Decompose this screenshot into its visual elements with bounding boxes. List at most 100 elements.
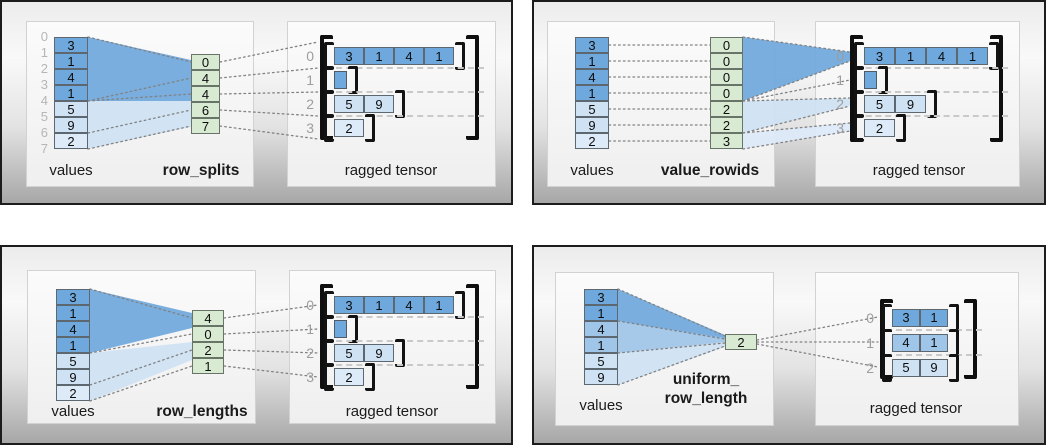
tensor-cell: 4: [394, 47, 424, 65]
param-cell: 0: [191, 54, 220, 70]
values-cell: 5: [54, 101, 88, 117]
tensor-row-index: 1: [306, 72, 314, 88]
tensor-cell: 2: [334, 368, 364, 386]
row-separator: [886, 329, 982, 331]
values-cell: 9: [54, 117, 88, 133]
values-cell: 3: [54, 37, 88, 53]
tensor-close-bracket: [466, 284, 479, 389]
values-cell: 9: [584, 369, 618, 385]
tensor-row-index: 1: [866, 334, 874, 351]
row-close-bracket: [949, 353, 959, 382]
values-label: values: [570, 162, 614, 179]
param-cell: 6: [191, 102, 220, 118]
row-close-bracket: [878, 66, 888, 94]
row-close-bracket: [455, 42, 465, 70]
tensor-cell: 9: [364, 95, 394, 113]
param-cell: 3: [710, 133, 743, 149]
row-close-bracket: [896, 114, 906, 142]
param-cell: 4: [191, 86, 220, 102]
tensor-cell: 1: [424, 47, 454, 65]
values-cell: 4: [56, 321, 90, 337]
param-cell: 4: [191, 70, 220, 86]
row-open-bracket: [882, 353, 892, 382]
values-cell: 2: [54, 133, 88, 149]
values-cell: 1: [584, 305, 618, 321]
values-label: values: [49, 162, 93, 179]
tensor-cell: 9: [364, 344, 394, 362]
row-separator: [856, 115, 1008, 117]
tensor-close-bracket: [466, 35, 479, 140]
tensor-cell: 3: [864, 47, 895, 65]
param-label-line: row_length: [664, 390, 748, 407]
param-label-line: uniform_: [672, 371, 740, 388]
tensor-row-index: 2: [866, 359, 874, 376]
values-cell: 2: [575, 133, 609, 149]
tensor-close-bracket: [964, 299, 977, 379]
row-open-bracket: [854, 114, 864, 142]
row-close-bracket: [989, 42, 999, 70]
row-close-bracket: [455, 291, 465, 319]
row-separator: [326, 115, 484, 117]
tensor-cell: 1: [957, 47, 988, 65]
tensor-row-index: 3: [836, 120, 844, 136]
tensor-cell: 4: [926, 47, 957, 65]
tensor-row-index: 0: [306, 48, 314, 64]
values-cell: 1: [56, 337, 90, 353]
tensor-cell: 1: [920, 333, 948, 352]
value-index-label: 2: [40, 61, 48, 76]
row-close-bracket: [395, 90, 405, 118]
ragged-tensor-label: ragged tensor: [869, 400, 963, 417]
param-label: value_rowids: [661, 161, 759, 180]
tensor-row-index: 3: [306, 120, 314, 136]
values-cell: 4: [54, 69, 88, 85]
value-index-label: 6: [40, 125, 48, 140]
tensor-cell: 3: [334, 296, 364, 314]
tensor-cell: 4: [394, 296, 424, 314]
row-close-bracket: [348, 66, 358, 94]
tensor-cell: 2: [334, 119, 364, 137]
tensor-cell: 2: [864, 119, 895, 137]
tensor-row-index: 2: [836, 96, 844, 112]
values-cell: 9: [56, 369, 90, 385]
value-index-label: 4: [40, 93, 48, 108]
empty-row-marker: [864, 71, 877, 89]
row-open-bracket: [324, 363, 334, 391]
row-separator: [326, 364, 484, 366]
param-cell: 2: [725, 334, 757, 350]
values-cell: 5: [56, 353, 90, 369]
row-close-bracket: [395, 339, 405, 367]
empty-row-marker: [334, 320, 347, 338]
param-cell: 2: [710, 117, 743, 133]
values-cell: 1: [54, 53, 88, 69]
tensor-row-index: 3: [306, 369, 314, 385]
param-label-line: row_lengths: [156, 403, 248, 420]
tensor-row-index: 2: [306, 345, 314, 361]
row-separator: [326, 316, 484, 318]
value-index-label: 5: [40, 109, 48, 124]
tensor-row-index: 0: [836, 48, 844, 64]
values-cell: 3: [575, 37, 609, 53]
tensor-close-bracket: [990, 35, 1003, 142]
param-cell: 0: [710, 53, 743, 69]
param-label: uniform_ row_length: [665, 370, 748, 408]
tensor-cell: 9: [895, 95, 926, 113]
ragged-tensor-label: ragged tensor: [345, 403, 439, 420]
values-label: values: [579, 397, 623, 414]
tensor-cell: 1: [364, 296, 394, 314]
values-cell: 1: [584, 337, 618, 353]
row-separator: [326, 340, 484, 342]
value-index-label: 3: [40, 77, 48, 92]
tensor-cell: 4: [892, 333, 920, 352]
values-cell: 4: [575, 69, 609, 85]
values-cell: 4: [584, 321, 618, 337]
value-index-label: 7: [40, 141, 48, 156]
row-open-bracket: [324, 114, 334, 142]
tensor-cell: 3: [892, 308, 920, 327]
tensor-cell: 5: [334, 344, 364, 362]
tensor-cell: 5: [864, 95, 895, 113]
ragged-tensor-label: ragged tensor: [872, 162, 966, 179]
